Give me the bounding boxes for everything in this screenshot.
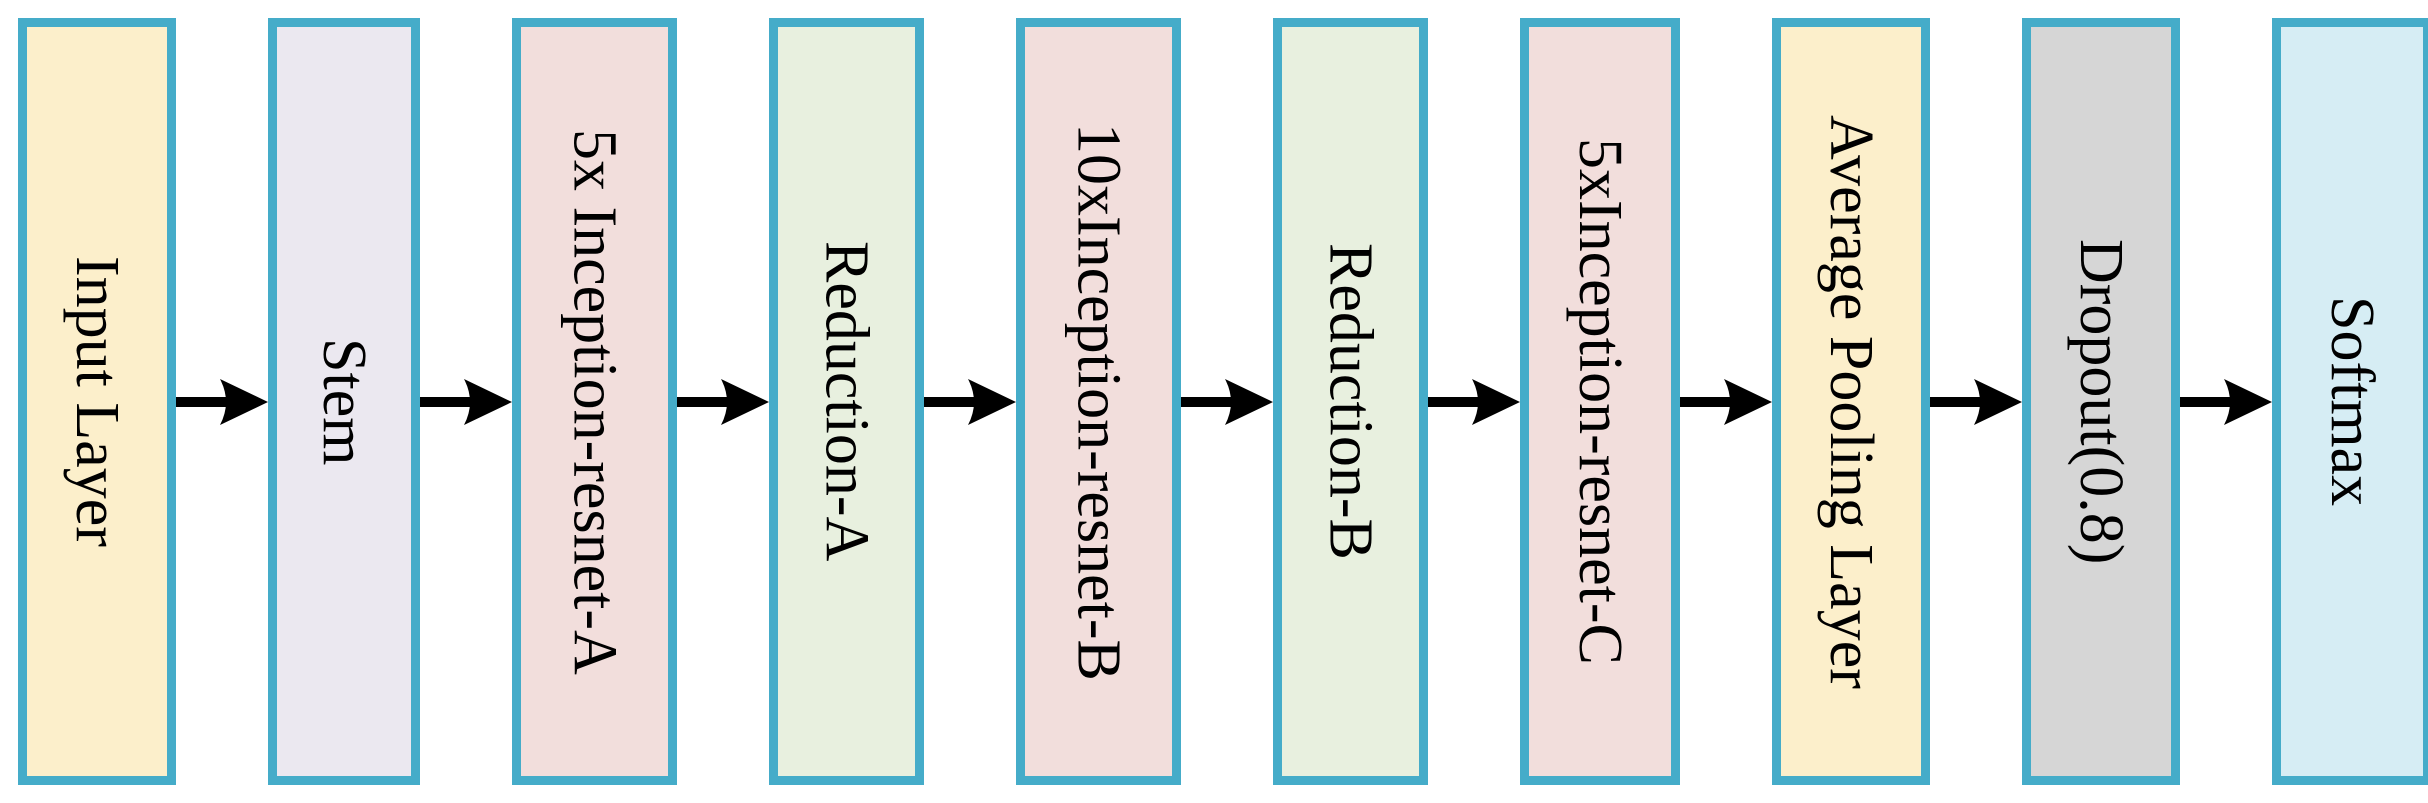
node-average-pooling-layer[interactable]: Average Pooling Layer xyxy=(1772,18,1930,785)
node-dropout[interactable]: Dropout(0.8) xyxy=(2022,18,2180,785)
node-label-dropout: Dropout(0.8) xyxy=(2067,238,2135,565)
left-margin-spacer xyxy=(0,18,18,785)
node-reduction-a[interactable]: Reduction-A xyxy=(769,18,924,785)
node-label-input-layer: Input Layer xyxy=(63,256,131,547)
node-stem[interactable]: Stem xyxy=(268,18,420,785)
edge-arrow-input-layer-to-stem xyxy=(176,18,268,785)
node-inception-resnet-b[interactable]: 10xInception-resnet-B xyxy=(1016,18,1181,785)
node-label-inception-resnet-c: 5xInception-resnet-C xyxy=(1566,138,1634,665)
node-label-reduction-a: Reduction-A xyxy=(812,241,881,562)
node-label-stem: Stem xyxy=(310,337,378,466)
edge-arrow-inception-resnet-a-to-reduction-a xyxy=(677,18,769,785)
node-label-average-pooling-layer: Average Pooling Layer xyxy=(1817,114,1885,689)
edge-arrow-dropout-to-softmax xyxy=(2180,18,2272,785)
node-label-softmax: Softmax xyxy=(2318,296,2386,507)
edge-arrow-reduction-a-to-inception-resnet-b xyxy=(924,18,1016,785)
edge-arrow-stem-to-inception-resnet-a xyxy=(420,18,512,785)
node-softmax[interactable]: Softmax xyxy=(2272,18,2428,785)
edge-arrow-inception-resnet-c-to-average-pooling-layer xyxy=(1680,18,1772,785)
node-inception-resnet-c[interactable]: 5xInception-resnet-C xyxy=(1520,18,1680,785)
edge-arrow-inception-resnet-b-to-reduction-b xyxy=(1181,18,1273,785)
node-label-inception-resnet-b: 10xInception-resnet-B xyxy=(1064,122,1133,681)
node-label-reduction-b: Reduction-B xyxy=(1316,243,1385,560)
edge-arrow-average-pooling-layer-to-dropout xyxy=(1930,18,2022,785)
node-inception-resnet-a[interactable]: 5x Inception-resnet-A xyxy=(512,18,677,785)
node-input-layer[interactable]: Input Layer xyxy=(18,18,176,785)
node-reduction-b[interactable]: Reduction-B xyxy=(1273,18,1428,785)
edge-arrow-reduction-b-to-inception-resnet-c xyxy=(1428,18,1520,785)
node-label-inception-resnet-a: 5x Inception-resnet-A xyxy=(560,128,629,675)
